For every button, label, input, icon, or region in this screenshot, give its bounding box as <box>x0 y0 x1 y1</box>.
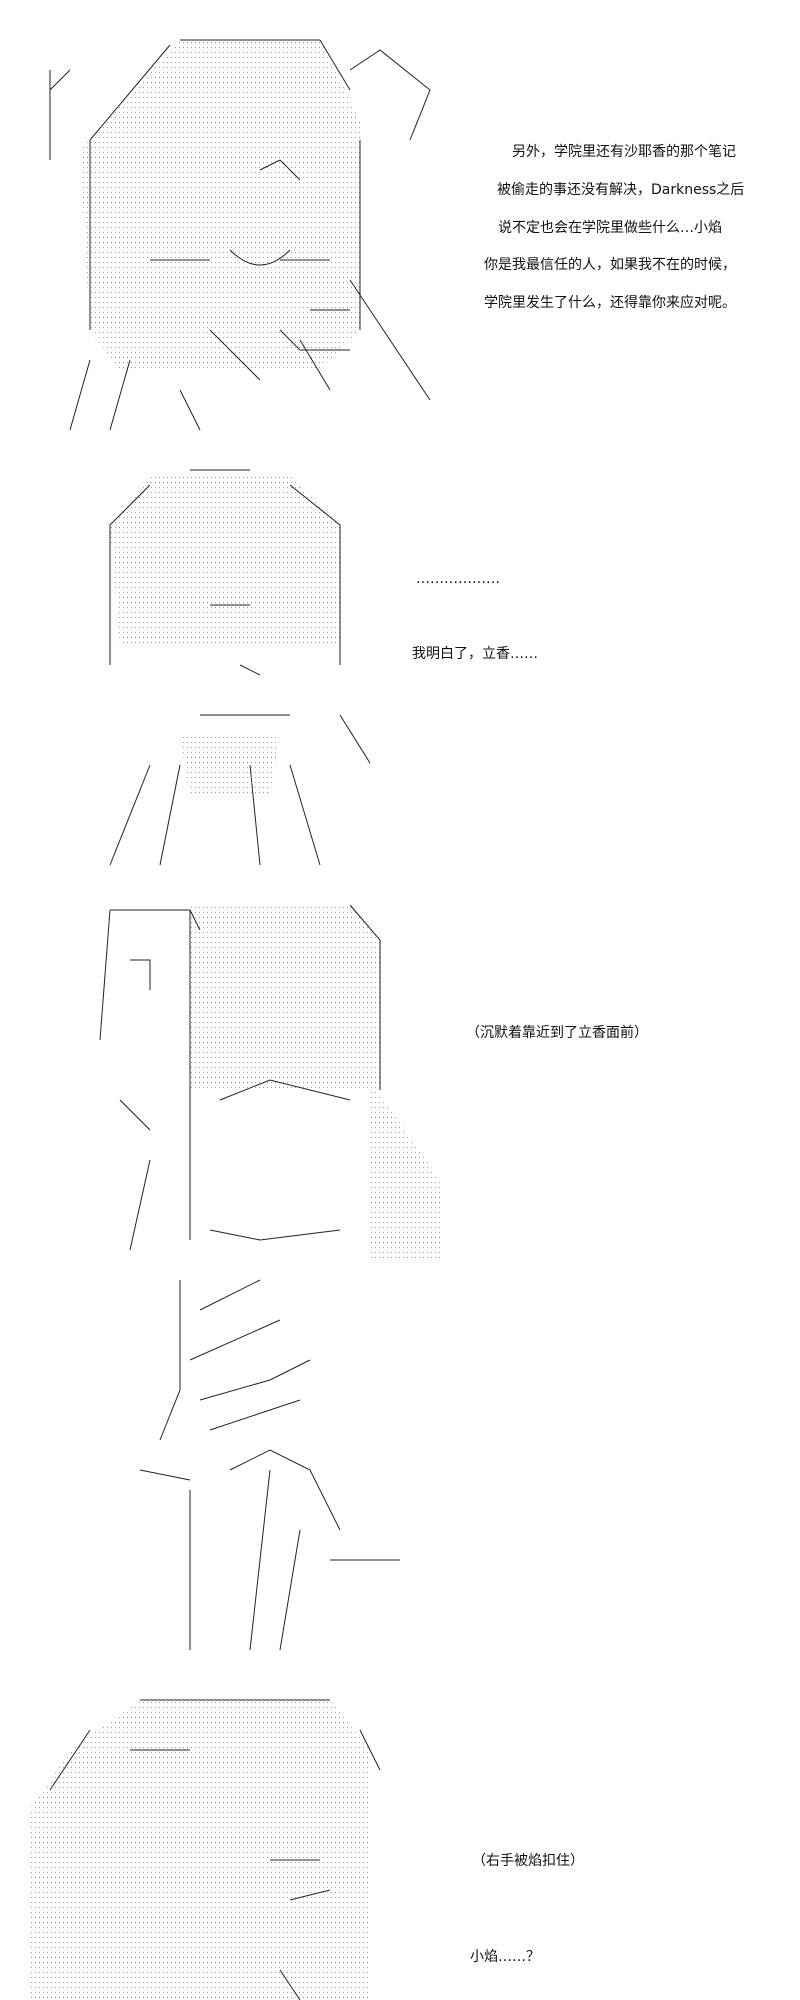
dialogue-line: （沉默着靠近到了立香面前） <box>466 1025 648 1041</box>
ascii-art-panel-1 <box>30 30 470 440</box>
dialogue-line: 说不定也会在学院里做些什么…小焰 <box>498 220 722 236</box>
ascii-art-panel-4 <box>130 1270 410 1690</box>
dialogue-line: 被偷走的事还没有解决，Darkness之后 <box>497 182 745 198</box>
dialogue-line: （右手被焰扣住） <box>472 1853 584 1869</box>
dialogue-line: ……………… <box>416 571 500 587</box>
dialogue-line: 另外，学院里还有沙耶香的那个笔记 <box>512 144 736 160</box>
dialogue-line: 我明白了，立香…… <box>412 646 538 662</box>
ascii-art-panel-5 <box>30 1690 450 2000</box>
dialogue-line: 小焰……？ <box>470 1949 540 1965</box>
ascii-art-panel-2 <box>90 465 370 875</box>
ascii-art-panel-3 <box>90 900 470 1280</box>
dialogue-line: 学院里发生了什么，还得靠你来应对呢。 <box>484 295 736 311</box>
dialogue-line: 你是我最信任的人，如果我不在的时候， <box>484 257 736 273</box>
